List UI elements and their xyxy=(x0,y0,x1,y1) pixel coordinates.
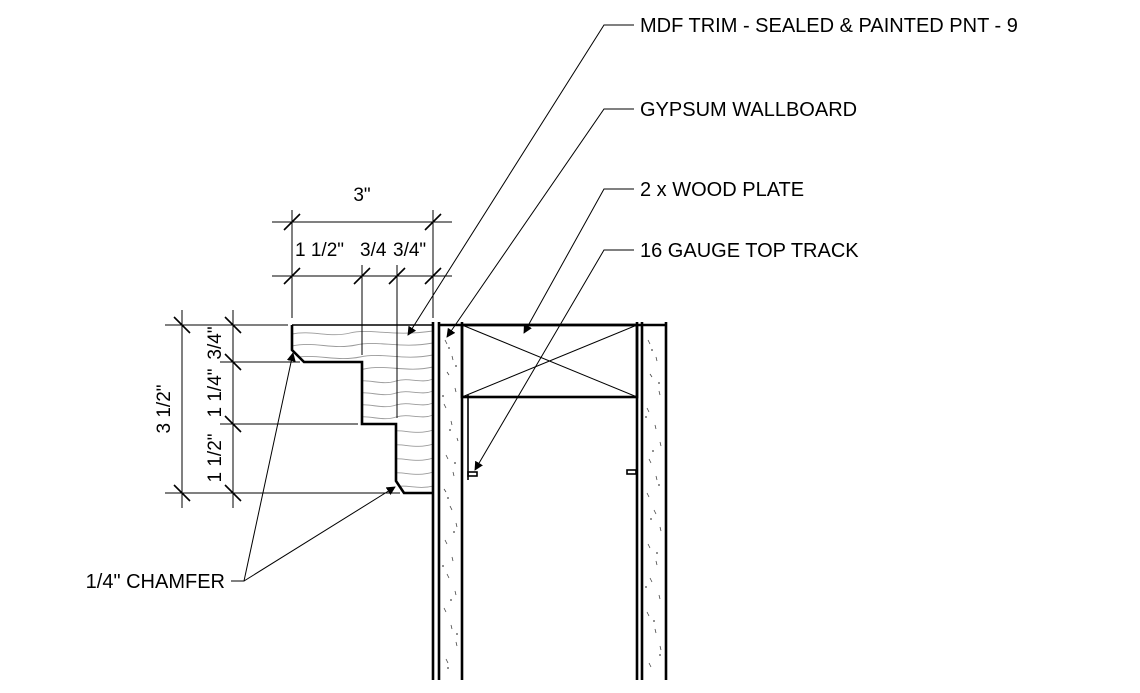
label-chamfer: 1/4" CHAMFER xyxy=(86,571,225,593)
dim-overall-height: 3 1/2" xyxy=(154,384,175,433)
wall-assembly xyxy=(431,322,668,680)
dim-height-mid: 1 1/4" xyxy=(205,368,226,417)
callout-leaders xyxy=(231,24,634,582)
top-track-tab-left xyxy=(467,471,478,477)
dim-overall-width: 3" xyxy=(353,185,370,206)
wood-plate-section xyxy=(460,323,639,399)
gypsum-texture-left xyxy=(442,339,459,669)
label-mdf-trim: MDF TRIM - SEALED & PAINTED PNT - 9 xyxy=(640,15,1018,37)
dim-width-a: 1 1/2" xyxy=(295,240,344,261)
label-top-track: 16 GAUGE TOP TRACK xyxy=(640,240,859,262)
dim-height-top: 3/4" xyxy=(205,326,226,359)
dim-width-b: 3/4 xyxy=(360,240,387,261)
dim-height-bottom: 1 1/2" xyxy=(205,433,226,482)
gypsum-texture-right xyxy=(645,339,662,668)
label-gypsum-wallboard: GYPSUM WALLBOARD xyxy=(640,99,857,121)
top-track-tab-right xyxy=(626,469,637,475)
label-wood-plate: 2 x WOOD PLATE xyxy=(640,179,804,201)
dim-width-c: 3/4" xyxy=(393,240,426,261)
vertical-dimensions: 3 1/2" 3/4" 1 1/4" 1 1/2" xyxy=(154,310,400,508)
horizontal-dimensions: 3" 1 1/2" 3/4 3/4" xyxy=(272,185,452,418)
